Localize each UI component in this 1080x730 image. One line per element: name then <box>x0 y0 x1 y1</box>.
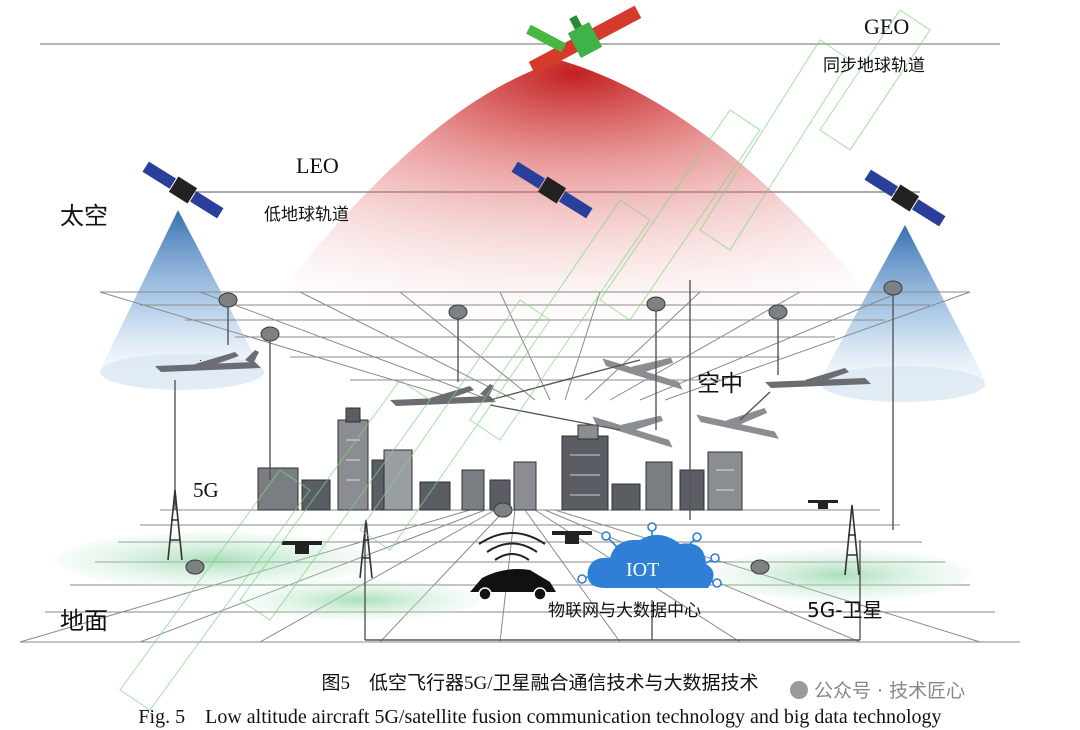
geo-satellite-icon <box>526 5 642 75</box>
figure-caption-cn: 图5 低空飞行器5G/卫星融合通信技术与大数据技术 <box>321 673 759 694</box>
watermark: 公众号 · 技术匠心 <box>790 676 965 703</box>
network-node <box>185 280 903 575</box>
leo-satellite-icon <box>142 161 224 219</box>
leo-label: LEO <box>296 153 339 178</box>
uav-icon <box>765 368 871 388</box>
leo-coverage-beam-right <box>820 225 985 396</box>
leo-coverage-beam-left <box>100 210 262 385</box>
uav-icon <box>390 384 496 406</box>
air-layer-grid <box>99 291 971 401</box>
uav-icon <box>155 350 261 372</box>
leo-satellite-icon <box>864 169 946 227</box>
figure-caption-en: Fig. 5 Low altitude aircraft 5G/satellit… <box>138 706 942 728</box>
ground-coverage-zone <box>710 549 970 601</box>
wechat-icon <box>790 680 808 699</box>
connected-car-icon <box>470 569 556 601</box>
ground-label: 地面 <box>60 607 108 635</box>
quadcopter-icon <box>200 360 838 554</box>
geo-coverage-beam <box>250 60 900 330</box>
iot-cloud-icon <box>577 522 722 588</box>
watermark-text: 公众号 · 技术匠心 <box>814 680 966 702</box>
leo-satellite-icon <box>511 161 593 219</box>
ground-coverage-zone <box>240 580 480 620</box>
uav-icon <box>592 415 673 448</box>
city-skyline <box>257 407 743 511</box>
5g-tower-icon <box>167 489 860 579</box>
5g-label: 5G <box>193 478 219 502</box>
geo-orbit-label: 同步地球轨道 <box>823 56 925 76</box>
communication-links <box>174 280 894 641</box>
air-label: 空中 <box>697 371 743 397</box>
uav-icon <box>602 357 683 390</box>
iot-datacenter-label: 物联网与大数据中心 <box>548 601 701 621</box>
space-label: 太空 <box>60 202 108 230</box>
uav-icon <box>696 408 779 439</box>
iot-label: IOT <box>626 559 660 581</box>
5g-satellite-label: 5G-卫星 <box>807 598 883 622</box>
geo-label: GEO <box>864 14 910 39</box>
watermark-outline <box>119 9 931 711</box>
signal-wave-icon <box>478 532 546 561</box>
leo-orbit-label: 低地球轨道 <box>264 205 349 225</box>
